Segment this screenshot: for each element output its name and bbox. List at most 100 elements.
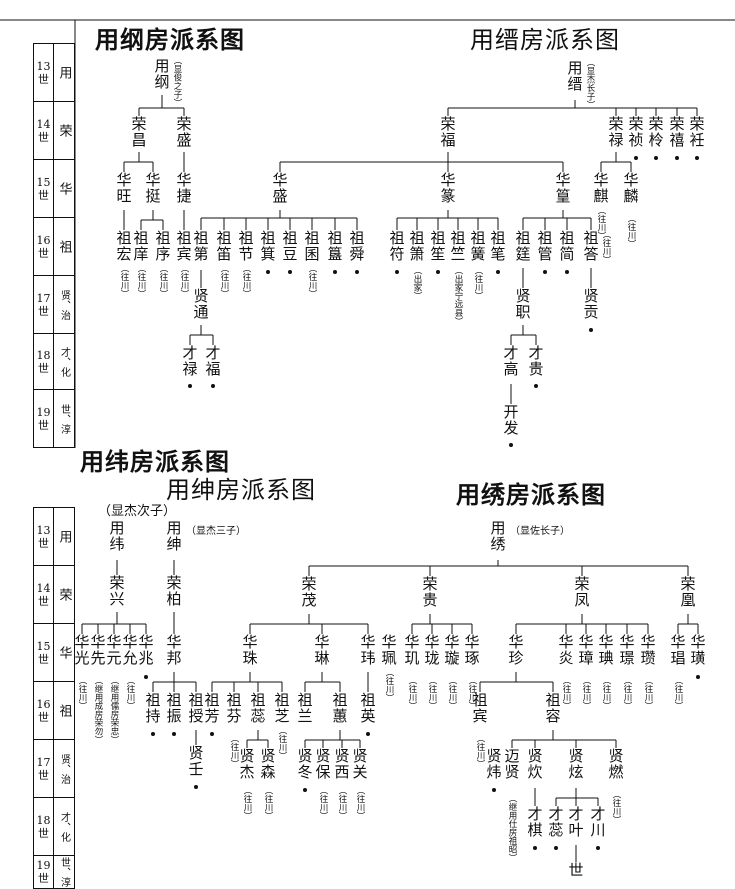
- note-chujia: （出家）: [412, 266, 422, 300]
- node-person: 祖授: [188, 691, 204, 725]
- node-person: 华捷: [176, 171, 192, 205]
- note-wangchuan: （往川）: [158, 264, 168, 298]
- node-person: 贤通: [193, 287, 209, 321]
- note-wangchuan: （往川）: [355, 786, 365, 820]
- note-wangchuan: （往川）: [277, 726, 287, 760]
- node-person: 祖庠: [133, 229, 149, 263]
- note-wangchuan: （往川）: [473, 266, 483, 300]
- note-wangchuan: （往川）: [125, 676, 135, 710]
- node-person: 才叶: [568, 805, 584, 839]
- node-person: 荣兴: [109, 574, 125, 608]
- node-yongxiu: 用绣: [490, 519, 506, 553]
- node-person: 祖竺: [450, 229, 466, 263]
- note-wangchuan: （往川）: [136, 264, 146, 298]
- node-person: 迈贤: [504, 747, 520, 781]
- end-dot: [554, 846, 558, 850]
- node-person: 贤职: [515, 287, 531, 321]
- node-person: 祖持: [145, 691, 161, 725]
- node-person: 华允: [122, 633, 138, 667]
- node-person: 开发: [503, 403, 519, 437]
- note-wangchuan: （往川）: [673, 676, 683, 710]
- title-yonggang: 用纲房派系图: [95, 25, 245, 54]
- node-person: 祖笔: [490, 229, 506, 263]
- note-wangchuan: （往川）: [77, 676, 87, 710]
- node-person: 祖筳: [515, 229, 531, 263]
- note-wangchuan: （往川）: [596, 206, 606, 240]
- node-person: 祖豆: [282, 229, 298, 263]
- node-person: 祖蕙: [332, 691, 348, 725]
- node-person: 祖英: [360, 691, 376, 725]
- note-wangchuan: （往川）: [307, 264, 317, 298]
- end-dot: [266, 270, 270, 274]
- end-dot: [188, 384, 192, 388]
- node-person: 贤森: [260, 747, 276, 781]
- end-dot: [303, 788, 307, 792]
- end-dot: [395, 270, 399, 274]
- note-wangchuan: （往川）: [601, 676, 611, 710]
- node-person: 荣昌: [131, 115, 147, 149]
- node-person: 才棋: [527, 805, 543, 839]
- node-person: 华玑: [404, 633, 420, 667]
- note-wangchuan: （往川）: [179, 264, 189, 298]
- title-yongxiu: 用绣房派系图: [456, 480, 606, 509]
- note-wangchuan: （往川）: [643, 676, 653, 710]
- node-person: 贤炊: [527, 747, 543, 781]
- node-person: 华珠: [242, 633, 258, 667]
- note-wangchuan: （往川）: [318, 786, 328, 820]
- end-dot: [596, 846, 600, 850]
- note-wangchuan: （往川）: [337, 786, 347, 820]
- node-person: 荣禧: [669, 115, 685, 149]
- note-wangchuan: （往川）: [467, 676, 477, 710]
- node-person: 祖管: [537, 229, 553, 263]
- note-wangchuan: （往川）: [229, 734, 239, 768]
- node-person: 贤保: [315, 747, 331, 781]
- note-wangchuan: （往川）: [241, 264, 251, 298]
- node-person: 华兆: [138, 633, 154, 667]
- node-person: 荣凰: [680, 575, 696, 609]
- end-dot: [589, 328, 593, 332]
- end-dot: [543, 270, 547, 274]
- end-dot: [634, 156, 638, 160]
- note-adoption: （继用成房荣勿）: [93, 676, 103, 744]
- note-wangchuan: （往川）: [407, 676, 417, 710]
- node-person: 华琠: [598, 633, 614, 667]
- node-person: 荣贵: [422, 575, 438, 609]
- node-person: 华盛: [272, 171, 288, 205]
- end-dot: [194, 785, 198, 789]
- node-person: 祖宏: [116, 229, 132, 263]
- node-person: 华璇: [444, 633, 460, 667]
- node-person: 祖箕: [260, 229, 276, 263]
- end-dot: [333, 270, 337, 274]
- note-wangchuan: （往川）: [626, 214, 636, 248]
- node-person: 祖容: [545, 691, 561, 725]
- node-person: 祖答: [583, 229, 599, 263]
- node-person: 祖簧: [470, 229, 486, 263]
- node-person: 祖第: [193, 229, 209, 263]
- node-person: 华光: [74, 633, 90, 667]
- end-dot: [144, 675, 148, 679]
- end-dot: [492, 788, 496, 792]
- node-person: 祖序: [155, 229, 171, 263]
- node-person: 华篆: [440, 171, 456, 205]
- node-person: 祖宾: [176, 229, 192, 263]
- node-person: 华麒: [593, 171, 609, 205]
- node-person: 荣茂: [301, 575, 317, 609]
- end-dot: [151, 732, 155, 736]
- end-dot: [172, 732, 176, 736]
- title-yongjin: 用缙房派系图: [470, 26, 620, 54]
- node-person: 荣凤: [574, 575, 590, 609]
- node-person: 华挺: [145, 171, 161, 205]
- node-person: 荣柃: [648, 115, 664, 149]
